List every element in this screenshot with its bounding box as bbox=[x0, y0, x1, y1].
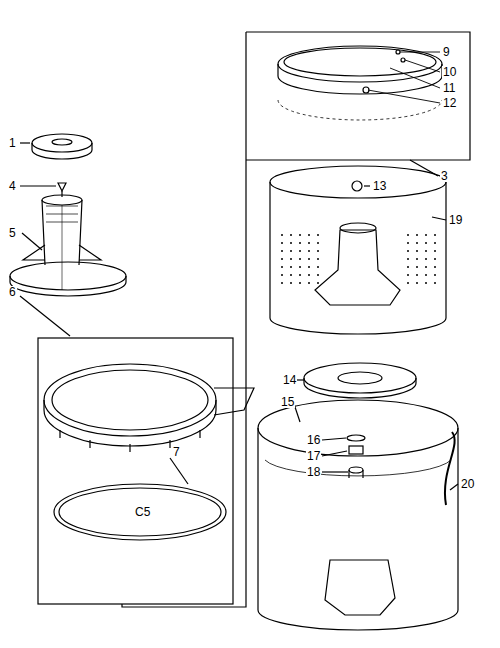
callout-number: 16 bbox=[306, 434, 321, 446]
callout-number: C5 bbox=[134, 506, 151, 518]
callout-number: 7 bbox=[172, 446, 181, 458]
callout-number: 4 bbox=[8, 180, 17, 192]
callout-number: 12 bbox=[442, 97, 457, 109]
callout-number: 18 bbox=[306, 466, 321, 478]
callout-number: 13 bbox=[372, 180, 387, 192]
callout-number: 15 bbox=[280, 396, 295, 408]
callout-number: 14 bbox=[282, 374, 297, 386]
callout-number: 3 bbox=[440, 170, 449, 182]
callout-number: 20 bbox=[460, 478, 475, 490]
callout-number: 19 bbox=[448, 214, 463, 226]
callout-number: 1 bbox=[8, 137, 17, 149]
callout-number: 11 bbox=[442, 82, 456, 94]
callout-number: 5 bbox=[8, 227, 17, 239]
callout-number: 17 bbox=[306, 450, 321, 462]
callout-number: 10 bbox=[442, 66, 457, 78]
callout-number: 6 bbox=[8, 286, 17, 298]
callout-number: 9 bbox=[442, 46, 451, 58]
